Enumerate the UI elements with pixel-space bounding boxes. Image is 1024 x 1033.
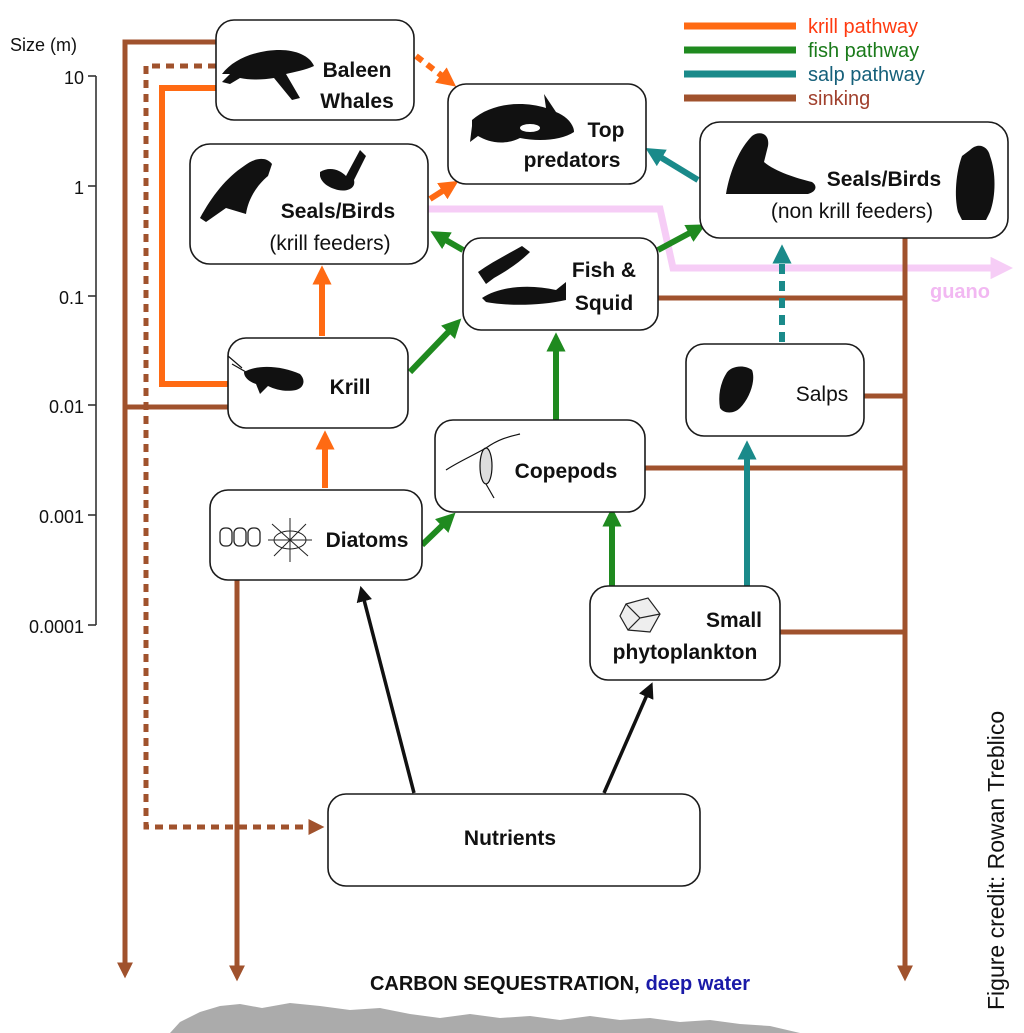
seafloor-silhouette (170, 1003, 800, 1033)
fish-to-seals-arrow (430, 231, 465, 253)
legend: krill pathway fish pathway salp pathway … (684, 16, 925, 110)
deep-water-text: deep water (646, 973, 751, 995)
krill-icon (244, 366, 304, 394)
node-label: Squid (575, 292, 633, 315)
phytoplankton-icon (619, 597, 661, 633)
legend-label-fish: fish pathway (808, 40, 919, 62)
guano-arrow (428, 205, 1013, 280)
node-label: Baleen (323, 59, 392, 82)
tick-label: 0.1 (59, 288, 84, 308)
node-copepods: Copepods (434, 419, 646, 513)
node-label: Fish & (572, 259, 636, 282)
whale-icon (222, 50, 314, 100)
nutrients-to-diatoms-arrow (356, 585, 416, 794)
node-label: Krill (330, 376, 371, 399)
krill-to-whales-arrow (159, 85, 228, 387)
guano-flow: guano (428, 205, 1013, 303)
node-label: phytoplankton (613, 641, 758, 664)
node-label: Nutrients (464, 827, 556, 850)
node-krill: Krill (227, 337, 409, 429)
penguin-icon (955, 145, 995, 220)
fish-to-nonkrill-seals-arrow (656, 224, 706, 253)
tick-label: 10 (64, 68, 84, 88)
node-label: (krill feeders) (269, 232, 390, 255)
size-axis-title: Size (m) (10, 35, 77, 55)
fish-icon (482, 282, 566, 305)
node-label: Seals/Birds (281, 200, 395, 223)
node-label: Diatoms (326, 529, 409, 552)
legend-label-sinking: sinking (808, 88, 870, 110)
node-diatoms: Diatoms (209, 489, 423, 581)
salp-icon (719, 366, 754, 413)
tick-label: 1 (74, 178, 84, 198)
node-label: Copepods (515, 460, 618, 483)
node-small-phytoplankton: Small phytoplankton (589, 585, 781, 681)
squid-icon (478, 246, 530, 284)
node-fish-squid: Fish & Squid (462, 237, 659, 331)
whale-nutrient-recycling (143, 63, 325, 836)
tick-label: 0.01 (49, 397, 84, 417)
sinking-arrow-whales (116, 39, 216, 979)
node-top-predators: Top predators (447, 83, 647, 185)
copepod-icon (445, 433, 521, 499)
node-label: predators (524, 149, 621, 172)
tick-label: 0.001 (39, 507, 84, 527)
node-label: (non krill feeders) (771, 200, 933, 223)
seals-to-predators-arrow (428, 180, 459, 202)
diatoms-to-copepods-arrow (419, 512, 456, 548)
diatom-spiky-icon (268, 518, 312, 562)
nutrient-arrows (356, 585, 654, 794)
node-seals-birds-non-krill-feeders: Seals/Birds (non krill feeders) (699, 121, 1009, 239)
carbon-sequestration-text: CARBON SEQUESTRATION, (370, 973, 640, 995)
carbon-sequestration-label: CARBON SEQUESTRATION, deep water (370, 973, 750, 995)
fish-pathway (407, 224, 706, 586)
orca-icon (470, 94, 574, 143)
guano-label: guano (930, 281, 990, 303)
node-label: Seals/Birds (827, 168, 941, 191)
node-baleen-whales: Baleen Whales (215, 19, 415, 121)
legend-label-salp: salp pathway (808, 64, 925, 86)
elephant-seal-icon (726, 133, 816, 194)
krill-to-fish-arrow (407, 318, 462, 375)
node-label: Whales (320, 90, 394, 113)
bird-icon (320, 150, 366, 191)
seals-to-predators-teal-arrow (645, 148, 700, 183)
carbon-sequestration: CARBON SEQUESTRATION, deep water (170, 973, 800, 1033)
diatom-chain-icon (219, 527, 261, 547)
node-label: Top (588, 119, 625, 142)
size-axis: Size (m) 10 1 0.1 0.01 0.001 0.0001 (10, 35, 97, 637)
tick-label: 0.0001 (29, 617, 84, 637)
node-salps: Salps (685, 343, 865, 437)
node-label: Salps (796, 383, 849, 406)
nutrients-to-phyto-arrow (602, 682, 654, 794)
krill-pathway (159, 53, 459, 488)
node-label: Small (706, 609, 762, 632)
node-nutrients: Nutrients (327, 793, 701, 887)
whales-to-predators-arrow (414, 53, 457, 87)
figure-credit: Figure credit: Rowan Treblico (983, 711, 1009, 1010)
salp-pathway (645, 148, 792, 586)
seal-icon (200, 158, 272, 222)
legend-label-krill: krill pathway (808, 16, 918, 38)
node-seals-birds-krill-feeders: Seals/Birds (krill feeders) (189, 143, 429, 265)
